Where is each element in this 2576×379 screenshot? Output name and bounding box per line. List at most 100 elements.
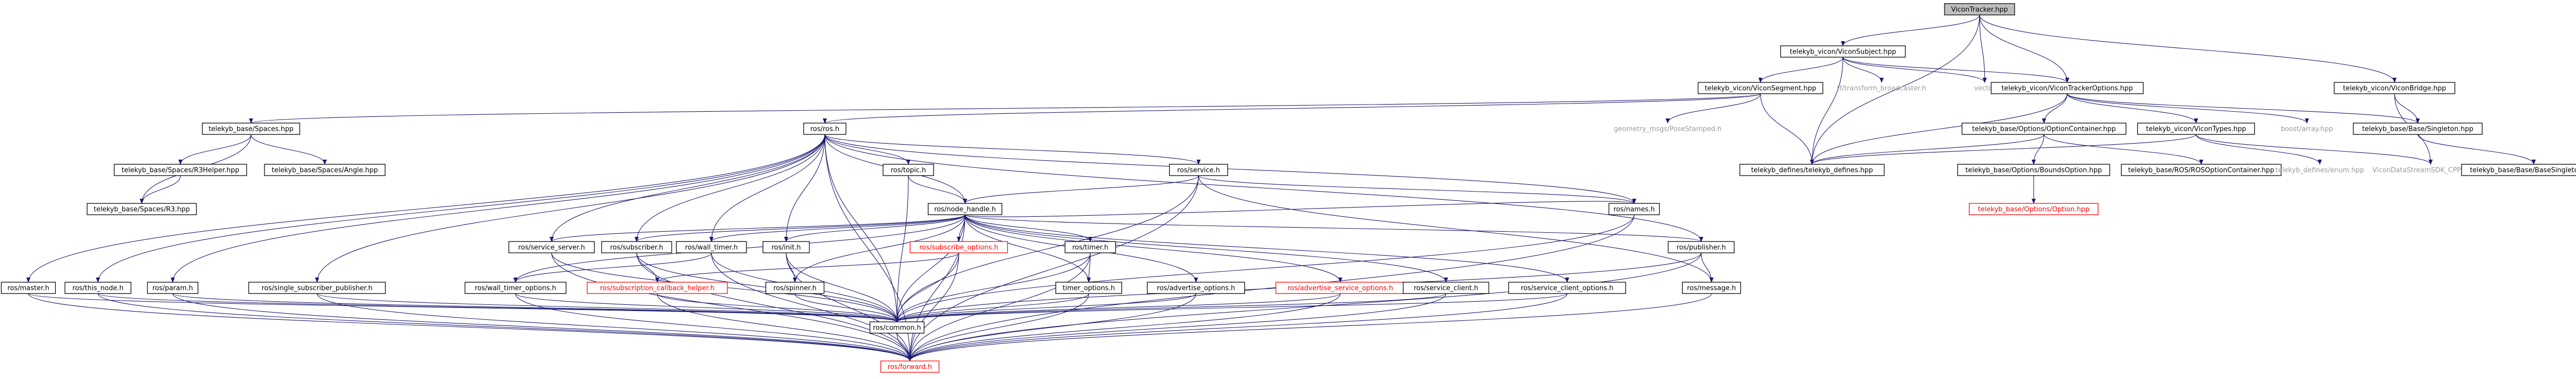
node-walltimeropts[interactable]: ros/wall_timer_options.h bbox=[464, 282, 567, 294]
node-box-optcont bbox=[1962, 123, 2126, 135]
node-ros[interactable]: ros/ros.h bbox=[803, 123, 846, 135]
edge-vsubj-to-tfb bbox=[1842, 57, 1884, 83]
edge-nodehandle-to-forward bbox=[908, 214, 966, 361]
node-box-advopts bbox=[1146, 282, 1245, 294]
node-r3helper[interactable]: telekyb_base/Spaces/R3Helper.hpp bbox=[113, 164, 247, 176]
node-label-spinner: ros/spinner.h bbox=[773, 285, 817, 292]
node-box-rosopt bbox=[2121, 164, 2282, 176]
node-label-defines: telekyb_defines/telekyb_defines.hpp bbox=[1751, 167, 1873, 175]
node-rosservice[interactable]: ros/service.h bbox=[1169, 164, 1228, 176]
node-label-param: ros/param.h bbox=[153, 285, 193, 292]
node-subcb[interactable]: ros/subscription_callback_helper.h bbox=[587, 282, 728, 294]
node-advopts[interactable]: ros/advertise_options.h bbox=[1146, 282, 1245, 294]
node-subopts[interactable]: ros/subscribe_options.h bbox=[909, 241, 1008, 253]
node-vto[interactable]: telekyb_vicon/ViconTrackerOptions.hpp bbox=[1990, 82, 2144, 94]
node-defines[interactable]: telekyb_defines/telekyb_defines.hpp bbox=[1739, 164, 1885, 176]
edge-servclientopts-to-forward bbox=[908, 293, 1568, 361]
node-basesingle[interactable]: telekyb_base/Base/BaseSingleton.hpp bbox=[2461, 164, 2576, 176]
edge-subscriber-to-forward bbox=[636, 252, 912, 361]
edge-ros-to-rosnames bbox=[824, 134, 1636, 204]
edge-ros-to-common bbox=[824, 134, 899, 322]
edge-r3helper-to-r3 bbox=[140, 175, 181, 204]
node-box-basesingle bbox=[2461, 164, 2576, 176]
node-common[interactable]: ros/common.h bbox=[869, 321, 925, 334]
node-vbridge[interactable]: telekyb_vicon/ViconBridge.hpp bbox=[2334, 82, 2455, 94]
edge-vseg-to-ros bbox=[823, 93, 1761, 124]
node-walltimer[interactable]: ros/wall_timer.h bbox=[676, 241, 747, 253]
edge-ros-to-publisher bbox=[824, 134, 1703, 242]
node-vtypes[interactable]: telekyb_vicon/ViconTypes.hpp bbox=[2137, 123, 2255, 135]
node-label-boostarr: boost/array.hpp bbox=[2281, 126, 2333, 133]
node-boostarr: boost/array.hpp bbox=[2281, 126, 2333, 133]
node-message[interactable]: ros/message.h bbox=[1682, 282, 1741, 294]
node-timeropts[interactable]: timer_options.h bbox=[1055, 282, 1122, 294]
edge-vto-to-vtypes bbox=[2067, 93, 2198, 124]
node-rosmaster[interactable]: ros/master.h bbox=[1, 282, 56, 294]
node-box-rostopic bbox=[883, 164, 934, 176]
node-r3[interactable]: telekyb_base/Spaces/R3.hpp bbox=[87, 203, 197, 215]
edge-nodehandle-to-rostimer bbox=[965, 214, 1092, 242]
node-box-message bbox=[1682, 282, 1741, 294]
node-optcont[interactable]: telekyb_base/Options/OptionContainer.hpp bbox=[1962, 123, 2126, 135]
node-rostopic[interactable]: ros/topic.h bbox=[883, 164, 934, 176]
edge-vsubj-to-vto bbox=[1842, 57, 2069, 83]
node-label-tfb: tf/transform_broadcaster.h bbox=[1837, 85, 1926, 93]
edge-servclient-to-common bbox=[895, 293, 1447, 322]
node-spaces[interactable]: telekyb_base/Spaces.hpp bbox=[202, 123, 301, 135]
edge-spaces-to-r3helper bbox=[178, 134, 252, 165]
node-box-servserver bbox=[508, 241, 595, 253]
node-label-forward: ros/forward.h bbox=[888, 364, 932, 371]
node-label-vseg: telekyb_vicon/ViconSegment.hpp bbox=[1705, 85, 1816, 93]
node-root[interactable]: ViconTracker.hpp bbox=[1944, 3, 2015, 15]
node-label-message: ros/message.h bbox=[1687, 285, 1736, 292]
node-box-subscriber bbox=[601, 241, 672, 253]
node-publisher[interactable]: ros/publisher.h bbox=[1668, 241, 1735, 253]
node-label-rostopic: ros/topic.h bbox=[891, 167, 926, 175]
node-box-param bbox=[147, 282, 198, 294]
edge-walltimer-to-forward bbox=[711, 252, 912, 361]
node-angle[interactable]: telekyb_base/Spaces/Angle.hpp bbox=[264, 164, 386, 176]
edge-vseg-to-defines bbox=[1760, 93, 1814, 165]
node-box-boundsopt bbox=[1957, 164, 2110, 176]
node-label-vto: telekyb_vicon/ViconTrackerOptions.hpp bbox=[2002, 85, 2133, 93]
node-vsubj[interactable]: telekyb_vicon/ViconSubject.hpp bbox=[1780, 45, 1906, 58]
edge-root-to-vbridge bbox=[1979, 14, 2397, 83]
node-servclient[interactable]: ros/service_client.h bbox=[1403, 282, 1489, 294]
node-forward[interactable]: ros/forward.h bbox=[880, 360, 940, 373]
edge-rostopic-to-common bbox=[895, 175, 909, 322]
edge-walltimeropts-to-forward bbox=[515, 293, 912, 361]
edge-servclient-to-forward bbox=[908, 293, 1447, 361]
edge-rosservice-to-rosnames bbox=[1198, 175, 1636, 204]
edge-rosinit-to-spinner bbox=[786, 252, 797, 283]
node-vector: vector bbox=[1974, 85, 1996, 93]
node-singlesub[interactable]: ros/single_subscriber_publisher.h bbox=[248, 282, 386, 294]
node-rostimer[interactable]: ros/timer.h bbox=[1065, 241, 1116, 253]
node-servserver[interactable]: ros/service_server.h bbox=[508, 241, 595, 253]
node-label-servserver: ros/service_server.h bbox=[518, 244, 585, 252]
edge-timeropts-to-common bbox=[895, 293, 1089, 322]
node-rosnames[interactable]: ros/names.h bbox=[1608, 203, 1660, 215]
node-boundsopt[interactable]: telekyb_base/Options/BoundsOption.hpp bbox=[1957, 164, 2110, 176]
node-label-publisher: ros/publisher.h bbox=[1676, 244, 1726, 252]
node-label-enumhpp: telekyb_defines/enum.hpp bbox=[2275, 167, 2364, 175]
node-rosopt[interactable]: telekyb_base/ROS/ROSOptionContainer.hpp bbox=[2121, 164, 2282, 176]
node-vseg[interactable]: telekyb_vicon/ViconSegment.hpp bbox=[1698, 82, 1823, 94]
node-param[interactable]: ros/param.h bbox=[147, 282, 198, 294]
node-label-vbridge: telekyb_vicon/ViconBridge.hpp bbox=[2343, 85, 2446, 93]
node-label-optcont: telekyb_base/Options/OptionContainer.hpp bbox=[1972, 126, 2116, 133]
node-servclientopts[interactable]: ros/service_client_options.h bbox=[1508, 282, 1626, 294]
edge-ros-to-forward bbox=[824, 134, 912, 361]
node-nodehandle[interactable]: ros/node_handle.h bbox=[927, 203, 1003, 215]
edge-nodehandle-to-subscriber bbox=[635, 214, 966, 242]
node-thisnode[interactable]: ros/this_node.h bbox=[64, 282, 131, 294]
node-spinner[interactable]: ros/spinner.h bbox=[765, 282, 825, 294]
node-box-nodehandle bbox=[927, 203, 1003, 215]
node-rosinit[interactable]: ros/init.h bbox=[762, 241, 810, 253]
edge-ros-to-walltimer bbox=[709, 134, 825, 242]
node-label-rosnames: ros/names.h bbox=[1614, 206, 1655, 214]
node-singleton[interactable]: telekyb_base/Base/Singleton.hpp bbox=[2353, 123, 2483, 135]
node-box-option bbox=[1969, 203, 2099, 215]
node-option[interactable]: telekyb_base/Options/Option.hpp bbox=[1969, 203, 2099, 215]
node-subscriber[interactable]: ros/subscriber.h bbox=[601, 241, 672, 253]
node-advservopts[interactable]: ros/advertise_service_options.h bbox=[1275, 282, 1405, 294]
